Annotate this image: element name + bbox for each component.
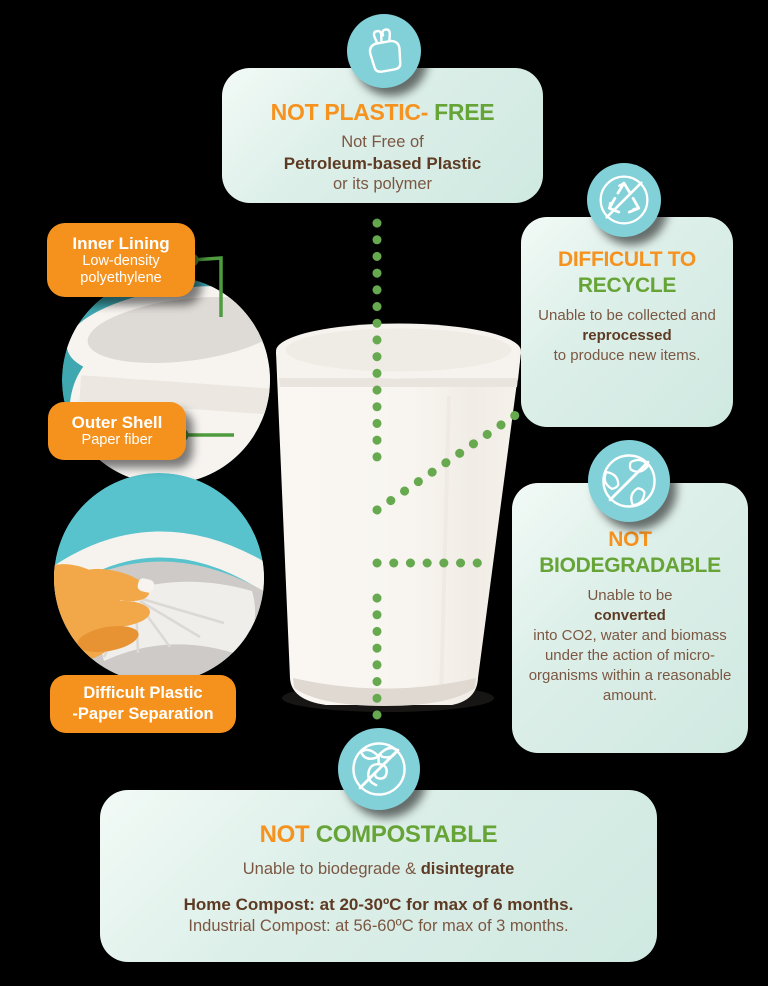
title-orange: NOT bbox=[608, 528, 652, 551]
body-text: Unable to be bbox=[587, 587, 673, 605]
label-subtitle: Low-density bbox=[82, 253, 160, 269]
body-text-bold: reprocessed bbox=[582, 327, 672, 345]
label-subtitle: Paper fiber bbox=[81, 432, 153, 449]
no-compost-icon bbox=[352, 742, 406, 796]
body-line: or its polymer bbox=[332, 175, 433, 194]
card-title: NOT COMPOSTABLE bbox=[100, 820, 657, 849]
body-text: to produce new items. bbox=[553, 347, 701, 365]
label-title: -Paper Separation bbox=[72, 705, 214, 723]
dotted-lines bbox=[372, 218, 522, 725]
body-line: Not Free of bbox=[341, 133, 424, 152]
home-compost-line: Home Compost: at 20-30ºC for max of 6 mo… bbox=[183, 895, 574, 915]
body-text-bold: converted bbox=[594, 607, 666, 625]
no-compost-badge bbox=[338, 728, 420, 810]
outer-shell-label: Outer Shell Paper fiber bbox=[48, 402, 186, 460]
title-orange: NOT PLASTIC- bbox=[270, 99, 429, 125]
card-body: Unable to be converted into CO2, water a… bbox=[512, 586, 748, 706]
title-green: BIODEGRADABLE bbox=[539, 553, 721, 577]
title-green: COMPOSTABLE bbox=[315, 821, 498, 848]
body-text: into CO2, water and biomass under the ac… bbox=[528, 627, 732, 705]
title-green: RECYCLE bbox=[577, 273, 677, 297]
label-subtitle: polyethylene bbox=[80, 269, 162, 286]
no-recycle-icon bbox=[599, 175, 649, 225]
plastic-paper-separation-label: Difficult Plastic -Paper Separation bbox=[50, 675, 236, 733]
body-text: Unable to be collected and bbox=[538, 307, 716, 325]
title-orange: DIFFICULT TO bbox=[558, 248, 696, 271]
body-line-bold: Petroleum-based Plastic bbox=[283, 154, 482, 174]
inner-lining-label: Inner Lining Low-density polyethylene bbox=[47, 223, 195, 297]
card-title: DIFFICULT TO RECYCLE bbox=[521, 247, 733, 298]
title-green: FREE bbox=[434, 99, 495, 125]
card-title: NOT BIODEGRADABLE bbox=[512, 527, 748, 578]
peeling-lining-illustration bbox=[54, 473, 264, 683]
card-body: Not Free of Petroleum-based Plastic or i… bbox=[222, 132, 543, 195]
not-compostable-card: NOT COMPOSTABLE Unable to biodegrade & d… bbox=[100, 790, 657, 962]
card-body: Unable to be collected and reprocessed t… bbox=[521, 306, 733, 366]
not-plastic-free-card: NOT PLASTIC- FREE Not Free of Petroleum-… bbox=[222, 68, 543, 203]
label-title: Inner Lining bbox=[72, 234, 170, 253]
card-title: NOT PLASTIC- FREE bbox=[222, 98, 543, 126]
plastic-bag-badge bbox=[347, 14, 421, 88]
body-text: Unable to biodegrade & bbox=[242, 860, 417, 879]
label-title: Difficult Plastic bbox=[83, 684, 203, 702]
industrial-compost-line: Industrial Compost: at 56-60ºC for max o… bbox=[188, 917, 569, 936]
not-biodegradable-card: NOT BIODEGRADABLE Unable to be converted… bbox=[512, 483, 748, 753]
plastic-bag-icon bbox=[368, 28, 402, 73]
label-title: Outer Shell bbox=[71, 413, 163, 433]
title-orange: NOT bbox=[259, 821, 310, 848]
peeling-lining-drawing bbox=[54, 473, 264, 683]
difficult-to-recycle-card: DIFFICULT TO RECYCLE Unable to be collec… bbox=[521, 217, 733, 427]
no-recycle-badge bbox=[587, 163, 661, 237]
card-body-line: Unable to biodegrade & disintegrate bbox=[100, 860, 657, 879]
no-biodegradable-icon bbox=[602, 454, 656, 508]
body-text-bold: disintegrate bbox=[420, 860, 515, 879]
no-biodegradable-badge bbox=[588, 440, 670, 522]
